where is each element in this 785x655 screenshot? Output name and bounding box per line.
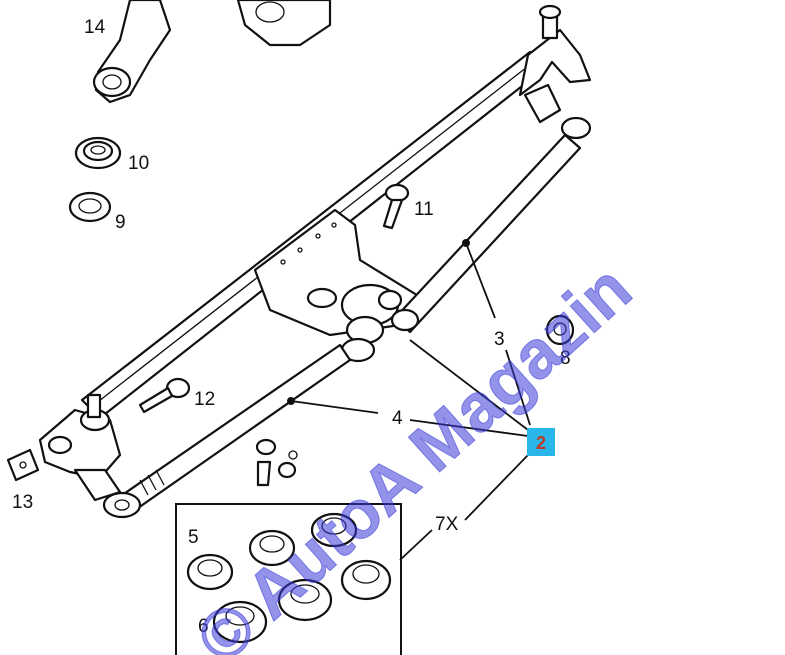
part-13-pad bbox=[6, 448, 40, 482]
svg-text:2: 2 bbox=[536, 433, 546, 453]
part-9-washer bbox=[68, 191, 112, 223]
part-3-linkage-rod bbox=[390, 116, 592, 334]
leader-lines bbox=[287, 239, 531, 561]
wiper-motor-housing bbox=[236, 0, 332, 47]
callout-7x: 7X bbox=[435, 514, 459, 535]
callout-6: 6 bbox=[198, 616, 209, 637]
right-wiper-pivot bbox=[518, 4, 592, 124]
part-11-bolt bbox=[382, 183, 410, 230]
part-12-bolt bbox=[138, 377, 191, 414]
part-10-nut bbox=[74, 136, 122, 170]
callout-9: 9 bbox=[115, 212, 126, 233]
part-6-bushings bbox=[212, 559, 392, 644]
callout-2-highlight[interactable]: 2 bbox=[527, 428, 555, 456]
callout-5: 5 bbox=[188, 527, 199, 548]
part-4-linkage-rod bbox=[102, 343, 352, 519]
callout-11: 11 bbox=[414, 199, 434, 220]
callout-4: 4 bbox=[392, 408, 403, 429]
center-ball-joint bbox=[340, 283, 403, 363]
left-wiper-pivot bbox=[38, 393, 122, 502]
callout-10: 10 bbox=[128, 153, 149, 174]
callout-13: 13 bbox=[12, 492, 33, 513]
callout-12: 12 bbox=[194, 389, 215, 410]
callout-14: 14 bbox=[84, 17, 106, 38]
callout-8: 8 bbox=[560, 348, 571, 369]
bushing-inset-box bbox=[175, 503, 402, 655]
part-14-crank-arm bbox=[92, 0, 172, 104]
small-hardware-set bbox=[255, 438, 298, 487]
callout-3: 3 bbox=[494, 329, 505, 350]
part-8-nut bbox=[545, 314, 575, 346]
part-5-bushings bbox=[186, 512, 358, 591]
